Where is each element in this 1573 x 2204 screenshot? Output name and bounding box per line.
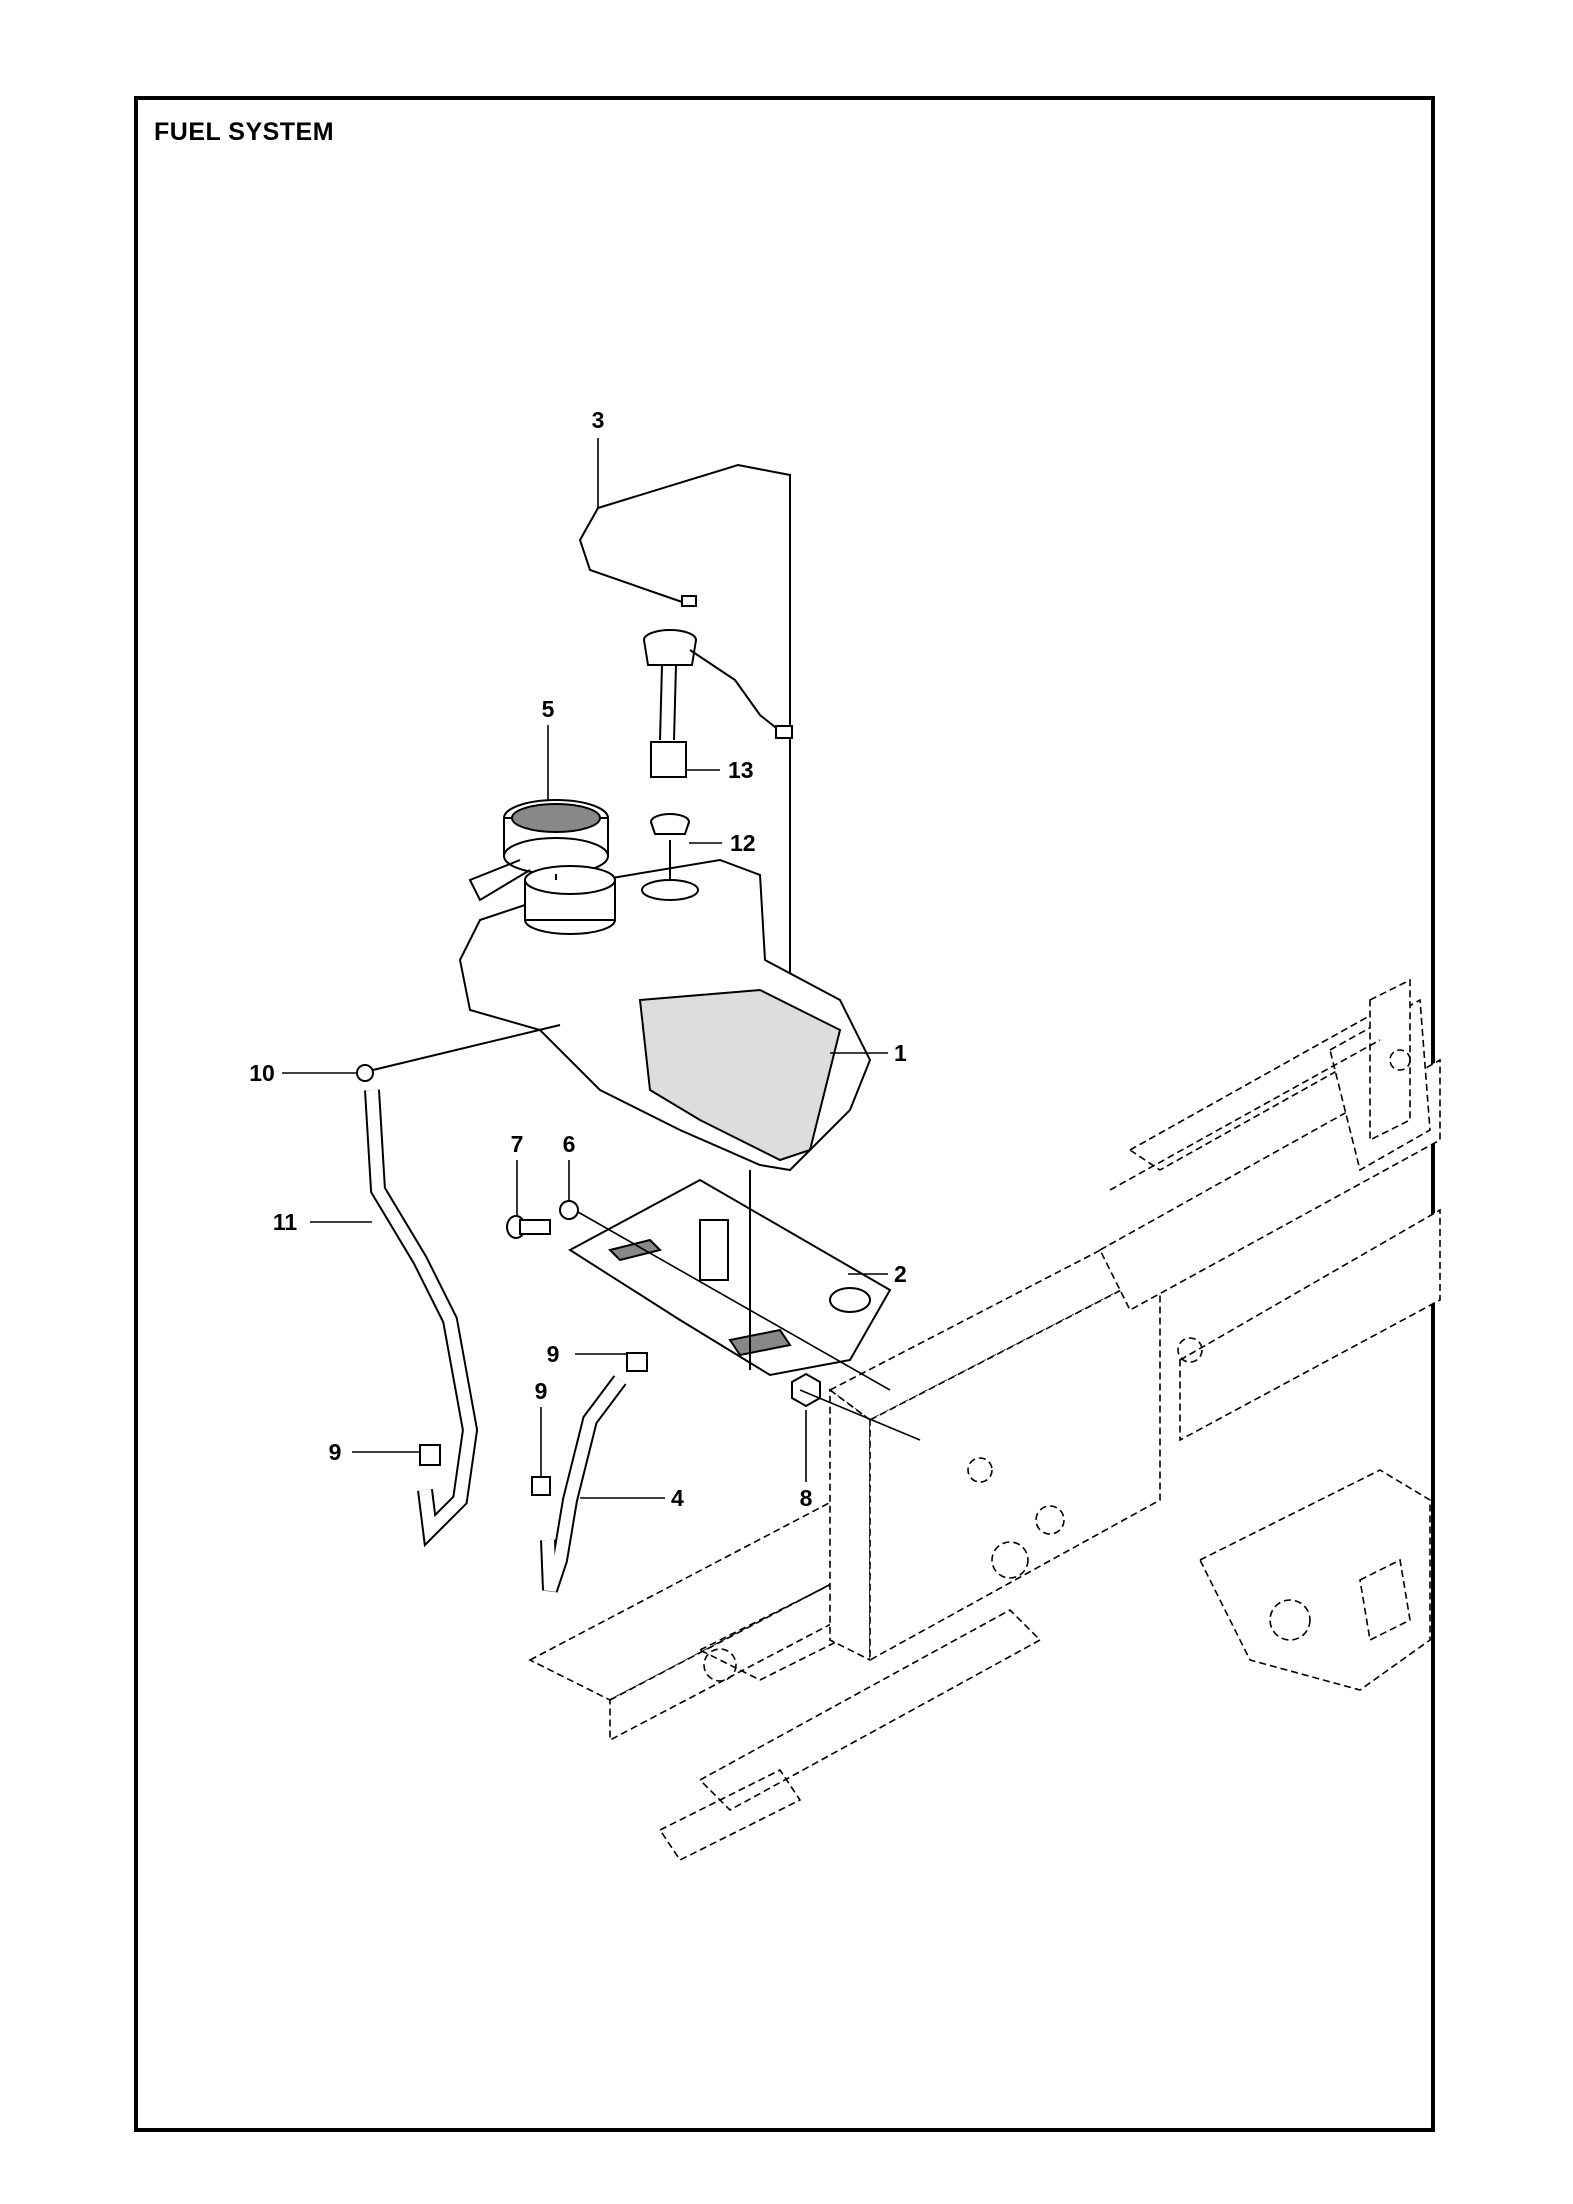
fuel-cap <box>468 799 609 902</box>
callout-8: 8 <box>800 1485 813 1511</box>
nut-8 <box>791 1372 821 1408</box>
callout-1: 1 <box>894 1040 907 1066</box>
wire-connector <box>681 595 697 607</box>
fuel-gauge-sender <box>643 629 793 778</box>
page-title: FUEL SYSTEM <box>154 118 335 146</box>
callout-2: 2 <box>894 1261 907 1287</box>
callout-12: 12 <box>730 830 756 856</box>
bolt-6 <box>559 1200 579 1220</box>
tank-mounting-bracket <box>568 1178 892 1377</box>
callout-9c: 9 <box>535 1378 548 1404</box>
callout-7: 7 <box>511 1131 524 1157</box>
clamp-guide-line <box>372 1024 561 1071</box>
callout-5: 5 <box>542 696 555 722</box>
chassis-frame-drawing <box>528 978 1441 1862</box>
wire-harness <box>578 463 791 604</box>
callout-6: 6 <box>563 1131 576 1157</box>
hose-clamp-9b <box>626 1352 648 1372</box>
callout-10: 10 <box>249 1060 275 1086</box>
fuel-line-11 <box>364 1089 479 1548</box>
hose-clamp-10 <box>356 1064 374 1082</box>
callout-9b: 9 <box>547 1341 560 1367</box>
callout-9a: 9 <box>329 1439 342 1465</box>
bolt-7 <box>506 1215 551 1239</box>
callout-11: 11 <box>273 1209 298 1235</box>
fuel-gauge-grommet <box>650 813 690 835</box>
fuel-line-4 <box>540 1375 627 1593</box>
callout-13: 13 <box>728 757 754 783</box>
bolt-6-axis <box>577 1211 891 1391</box>
hose-clamp-9a <box>419 1444 441 1466</box>
callout-3: 3 <box>592 407 605 433</box>
hose-clamp-9c <box>531 1476 551 1496</box>
fuel-tank <box>458 840 872 1172</box>
nut-8-axis <box>799 1389 921 1441</box>
callout-4: 4 <box>671 1485 684 1511</box>
